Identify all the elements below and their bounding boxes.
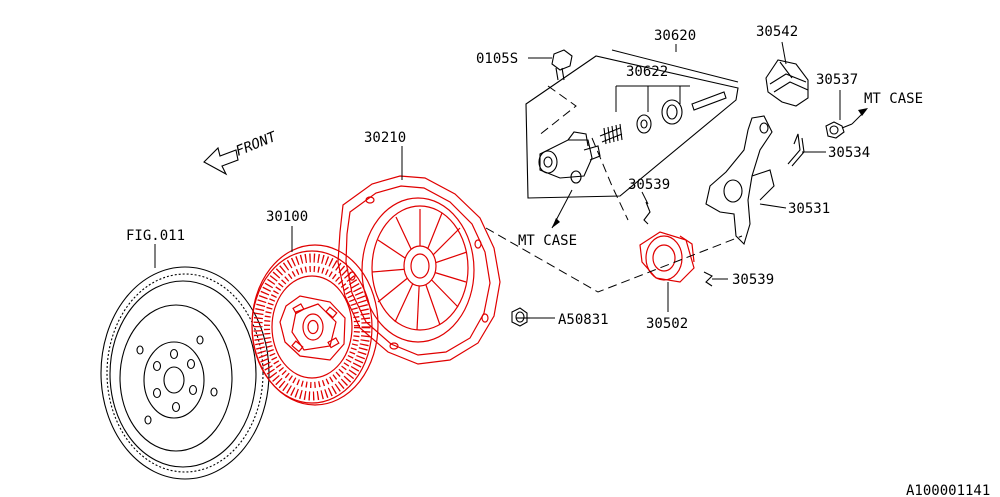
release-fork[interactable] [705, 115, 775, 246]
label-30537[interactable]: 30537 [816, 72, 858, 88]
leader-lines [154, 41, 867, 319]
label-mt-case-lower: MT CASE [518, 233, 577, 249]
clip-upper[interactable] [643, 201, 651, 225]
repair-kit-parts [599, 91, 727, 145]
boot[interactable] [765, 59, 809, 107]
label-mt-case-upper: MT CASE [864, 91, 923, 107]
label-30531[interactable]: 30531 [788, 201, 830, 217]
label-30539-upper[interactable]: 30539 [628, 177, 670, 193]
cover-rivets [348, 196, 489, 350]
label-30620[interactable]: 30620 [654, 28, 696, 44]
bolt-0105s[interactable] [551, 49, 573, 81]
fig-label[interactable]: FIG.011 [126, 228, 185, 244]
label-30534[interactable]: 30534 [828, 145, 870, 161]
front-label: FRONT [234, 128, 281, 159]
disc-hub [279, 295, 346, 361]
flywheel[interactable] [100, 266, 270, 480]
label-30542[interactable]: 30542 [756, 24, 798, 40]
label-30502[interactable]: 30502 [646, 316, 688, 332]
alignment-lines [485, 85, 743, 293]
label-30539-lower[interactable]: 30539 [732, 272, 774, 288]
figure-id: A100001141 [906, 483, 990, 497]
label-30622[interactable]: 30622 [626, 64, 668, 80]
label-30100[interactable]: 30100 [266, 209, 308, 225]
spring[interactable] [787, 133, 805, 167]
flywheel-bolt-holes [136, 335, 218, 425]
slave-cylinder-assembly[interactable] [525, 55, 739, 199]
front-arrow-icon [203, 146, 239, 176]
clutch-disc[interactable] [251, 244, 379, 406]
part-labels: FIG.011 FRONT 30100 30210 A50831 30620 3… [126, 24, 990, 497]
label-a50831[interactable]: A50831 [558, 312, 609, 328]
label-0105s[interactable]: 0105S [476, 51, 518, 67]
arrow-heads [552, 108, 868, 228]
clip-lower[interactable] [703, 271, 713, 287]
pivot[interactable] [825, 121, 853, 139]
slave-cylinder-body [538, 131, 601, 184]
release-bearing[interactable] [639, 231, 695, 283]
clutch-cover[interactable] [337, 175, 501, 365]
cover-bolt[interactable] [511, 307, 530, 327]
label-30210[interactable]: 30210 [364, 130, 406, 146]
